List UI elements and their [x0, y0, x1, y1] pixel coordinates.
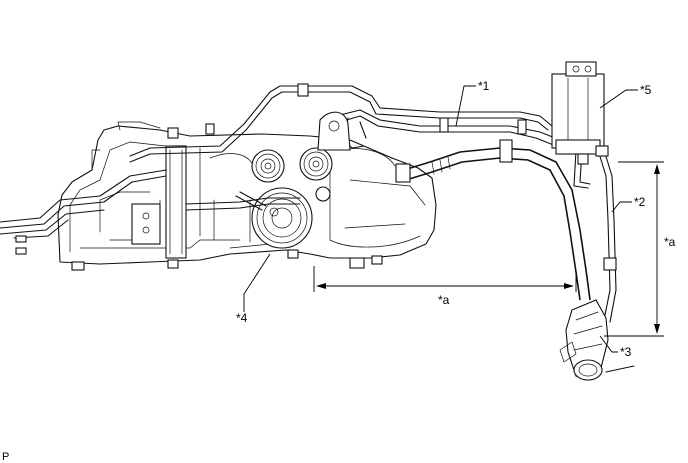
- filler-neck: [559, 299, 635, 381]
- dimension-vertical: [604, 161, 664, 337]
- fuel-tank: [57, 121, 437, 271]
- dimension-vertical-label: *a: [664, 235, 676, 249]
- callout-4-label: *4: [236, 311, 248, 325]
- callout-2-label: *2: [634, 195, 646, 209]
- dimension-horizontal-label: *a: [438, 293, 450, 307]
- sender-gauge-left: [251, 149, 285, 183]
- corner-mark: P: [2, 451, 9, 463]
- center-fitting: [317, 111, 351, 151]
- fuel-lines: [0, 83, 617, 323]
- callout-5-label: *5: [640, 83, 652, 97]
- callout-3-label: *3: [620, 345, 632, 359]
- sender-gauge-right: [299, 147, 333, 202]
- leader-lines: [243, 85, 638, 353]
- dimension-horizontal: [313, 266, 577, 292]
- callout-1-label: *1: [478, 79, 490, 93]
- charcoal-canister: [551, 61, 609, 165]
- fuel-pump-ring: [251, 187, 313, 249]
